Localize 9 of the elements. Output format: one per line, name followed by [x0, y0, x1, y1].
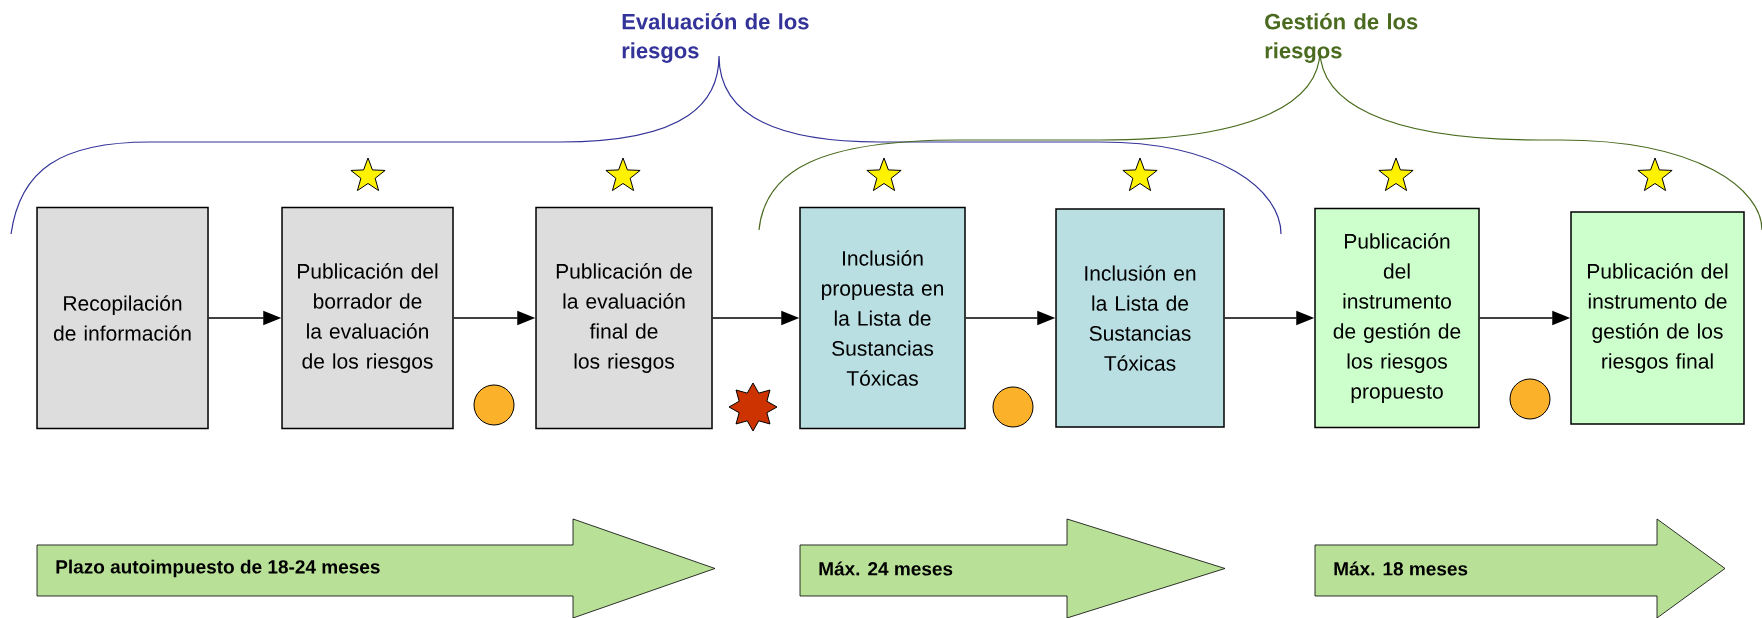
process-box: Publicación del instrumento de gestión de los riesgos final — [1570, 211, 1745, 425]
section-heading: Gestión de los riesgos — [1265, 13, 1418, 63]
process-box: Inclusión propuesta en la Lista de Sustancias Tóxicas — [799, 206, 966, 430]
process-box: Publicación del instrumento de gestión de los riesgos propuesto — [1314, 207, 1480, 429]
process-box: Publicación de la evaluación final de los riesgos — [535, 206, 713, 430]
process-box: Publicación del borrador de la evaluación de los riesgos — [281, 206, 454, 430]
process-box: Recopilación de información — [36, 206, 209, 430]
process-box: Inclusión en la Lista de Sustancias Tóxicas — [1055, 208, 1225, 428]
section-heading: Evaluación de los riesgos — [622, 13, 809, 63]
